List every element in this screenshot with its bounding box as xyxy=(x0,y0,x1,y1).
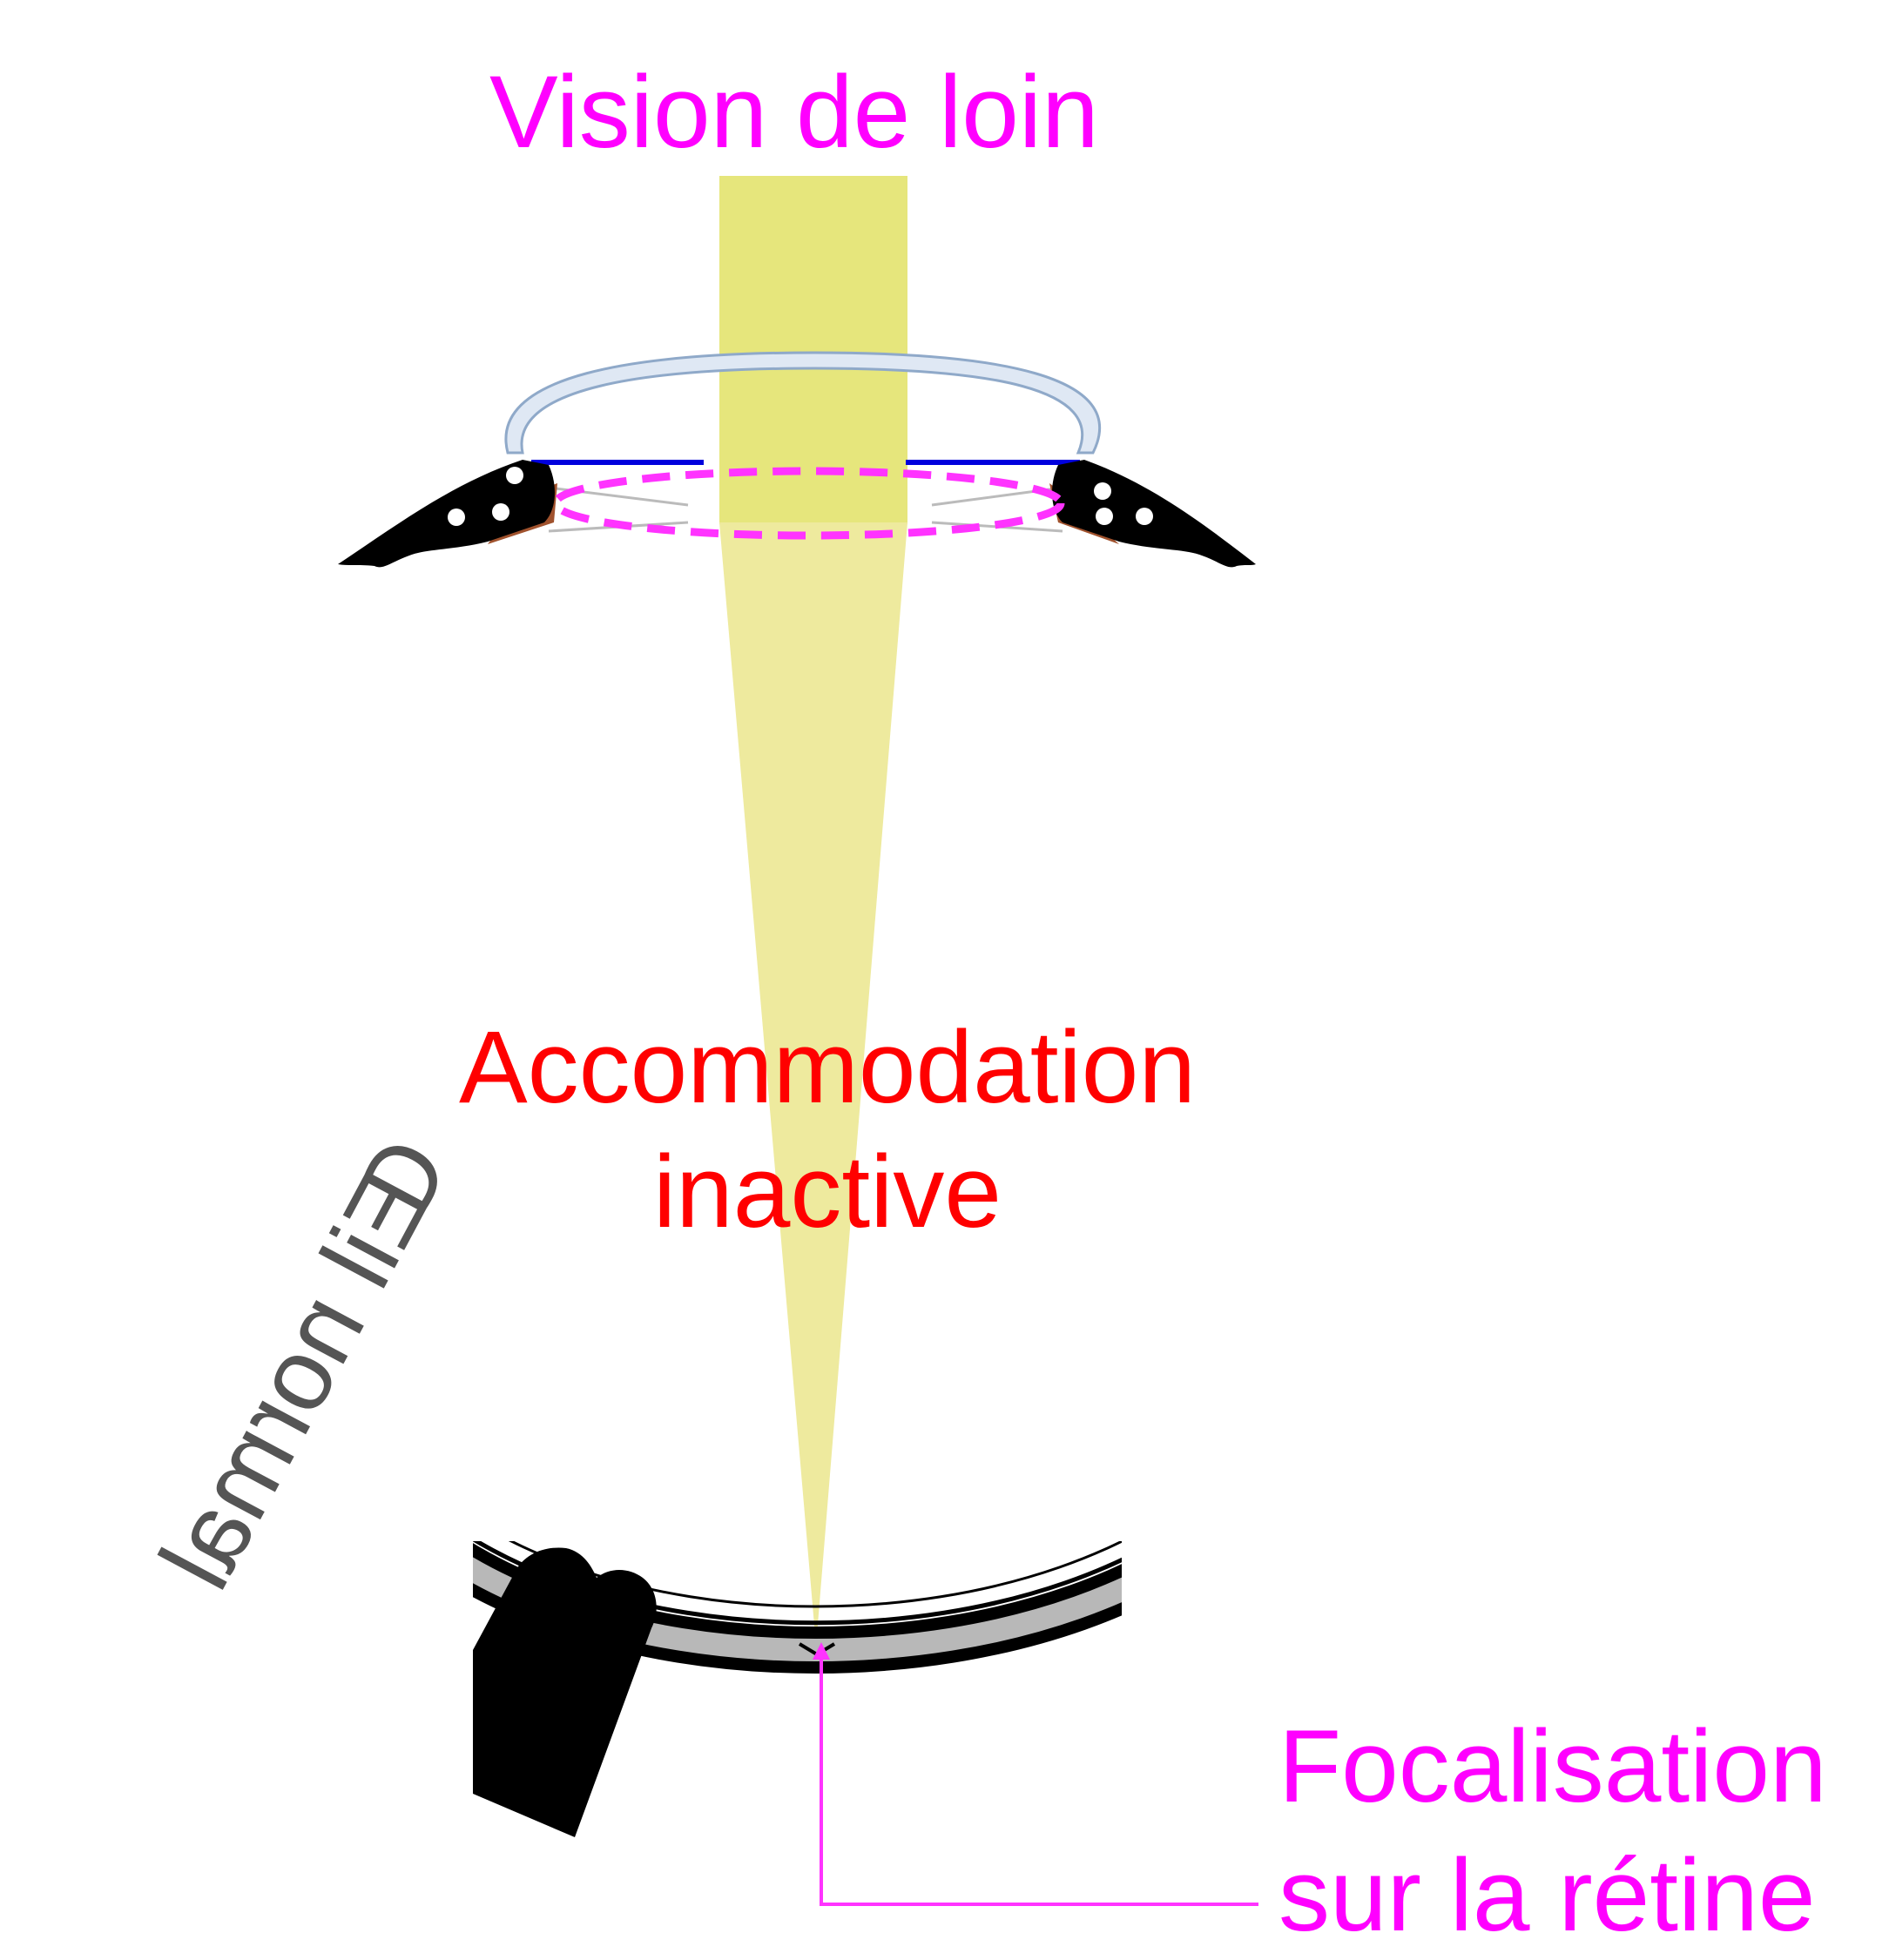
ciliary-dot xyxy=(1136,508,1153,525)
cornea xyxy=(504,351,1101,455)
ciliary-dot xyxy=(1096,508,1113,525)
retina-line-inner xyxy=(473,1541,1122,1626)
ciliary-muscle-right xyxy=(1052,460,1256,568)
ciliary-body-right xyxy=(1049,460,1256,568)
retina xyxy=(473,1541,1122,1837)
light-beam xyxy=(719,176,907,1646)
focus-pointer xyxy=(820,1648,1258,1906)
ciliary-dot xyxy=(1094,482,1111,500)
choroid-band xyxy=(473,1557,1122,1661)
accommodation-state: Accommodation inactive xyxy=(340,1006,1315,1255)
accommodation-state-line2: inactive xyxy=(652,1135,1002,1249)
focus-caption: Focalisation sur la rétine xyxy=(1278,1702,1827,1960)
focus-caption-line2: sur la rétine xyxy=(1278,1838,1816,1953)
ciliary-dot xyxy=(506,467,523,484)
retina-line xyxy=(509,1541,1122,1608)
ciliary-body-left xyxy=(338,460,557,568)
accommodation-state-line1: Accommodation xyxy=(458,1010,1197,1125)
title: Vision de loin xyxy=(489,55,1099,170)
converging-rays xyxy=(719,522,907,1646)
crystalline-lens xyxy=(551,467,1065,540)
ciliary-muscle-left xyxy=(338,460,555,568)
pointer-arrowhead xyxy=(813,1642,830,1660)
optic-nerve xyxy=(473,1547,657,1837)
ciliary-dot xyxy=(448,509,465,526)
ciliary-dot xyxy=(492,503,509,521)
focus-caption-line1: Focalisation xyxy=(1278,1709,1827,1824)
incoming-parallel-rays xyxy=(719,176,907,524)
